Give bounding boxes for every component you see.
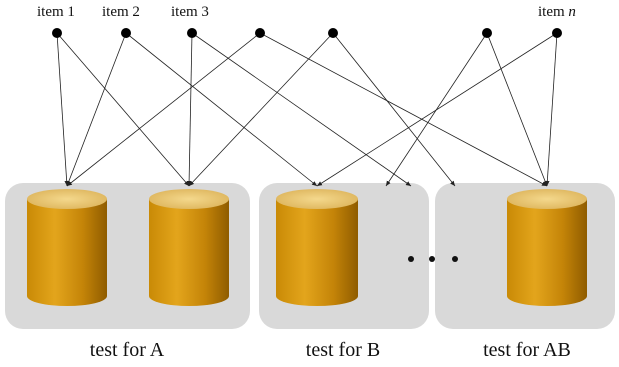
group-label-b: test for B xyxy=(306,339,380,361)
item-node-n xyxy=(552,28,562,38)
edge-item6-ab1 xyxy=(486,32,548,187)
cylinder-ab1 xyxy=(507,189,587,306)
item-label-3: item 3 xyxy=(171,4,209,20)
edge-item1-a1 xyxy=(56,32,69,187)
item-node-6 xyxy=(482,28,492,38)
cylinder-b1 xyxy=(276,189,358,306)
item-node-3 xyxy=(187,28,197,38)
edge-item5-ellipsis xyxy=(332,32,456,187)
edge-item4-ab1 xyxy=(259,32,548,187)
item-node-2 xyxy=(121,28,131,38)
item-node-1 xyxy=(52,28,62,38)
edge-item4-a1 xyxy=(66,32,261,187)
group-label-a: test for A xyxy=(90,339,165,361)
edge-item1-a2 xyxy=(56,32,190,187)
edge-itemn-b1 xyxy=(316,32,558,187)
cylinder-a1 xyxy=(27,189,107,306)
item-node-4 xyxy=(255,28,265,38)
edge-item3-a2 xyxy=(186,32,193,187)
edges xyxy=(56,32,558,187)
item-label-2: item 2 xyxy=(102,4,140,20)
group-label-ab: test for AB xyxy=(483,339,571,361)
edge-item3-ellipsis xyxy=(191,32,412,187)
edge-item5-a2 xyxy=(188,32,334,187)
item-label-n: item n xyxy=(538,4,576,20)
cylinder-a2 xyxy=(149,189,229,306)
edge-item2-b1 xyxy=(125,32,318,187)
ellipsis xyxy=(408,256,458,262)
edge-item2-a1 xyxy=(66,32,127,187)
item-label-1: item 1 xyxy=(37,4,75,20)
item-node-5 xyxy=(328,28,338,38)
item-nodes xyxy=(52,28,562,38)
edge-itemn-ab1 xyxy=(545,32,558,187)
